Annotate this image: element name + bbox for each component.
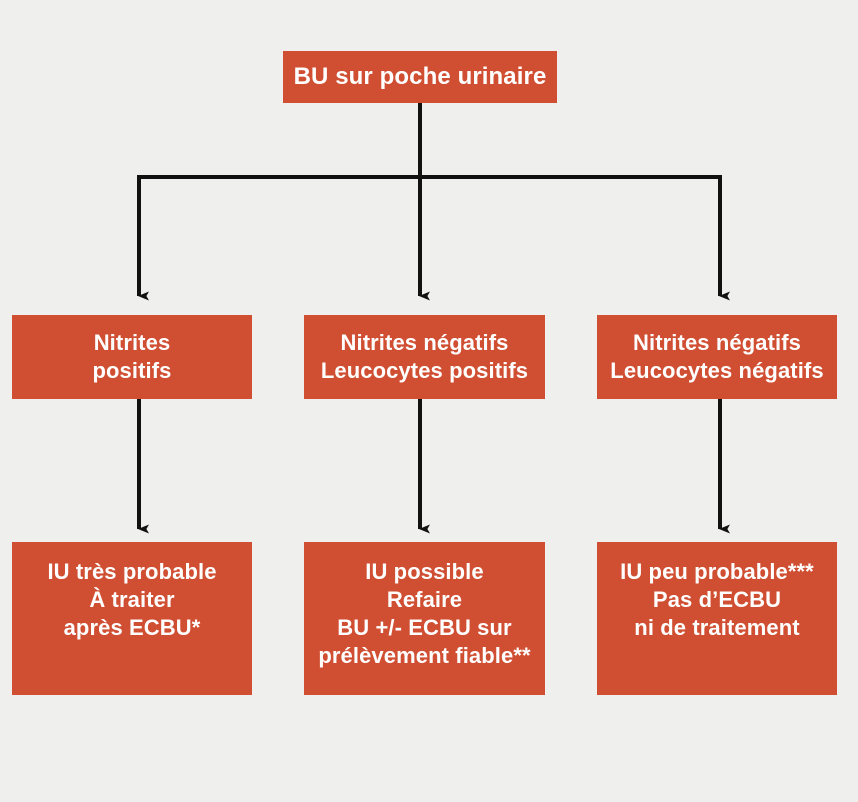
node-criteria-3-line-1: Nitrites négatifs bbox=[633, 329, 801, 355]
node-criteria-1-line-1: Nitrites bbox=[93, 329, 171, 355]
node-criteria-2-line-2: Leucocytes positifs bbox=[320, 358, 529, 383]
node-root-line-1: BU sur poche urinaire bbox=[293, 62, 547, 90]
node-outcome-1-line-1: IU très probable bbox=[47, 559, 217, 584]
node-outcome-3-line-3: ni de traitement bbox=[634, 615, 800, 641]
node-outcome-3-line-2: Pas d’ECBU bbox=[652, 587, 782, 613]
node-criteria-nitrites-negatifs-leucocytes-positifs: Nitrites négatifs Leucocytes positifs bbox=[304, 315, 545, 399]
node-outcome-1-line-3: après ECBU* bbox=[63, 615, 201, 641]
node-outcome-2-line-2: Refaire bbox=[386, 587, 463, 613]
node-criteria-3-line-2: Leucocytes négatifs bbox=[610, 358, 824, 383]
node-outcome-1-line-2: À traiter bbox=[89, 587, 175, 613]
node-outcome-3-line-1: IU peu probable*** bbox=[620, 559, 814, 584]
node-outcome-iu-tres-probable: IU très probable À traiter après ECBU* bbox=[12, 542, 252, 695]
node-root-bu-poche-urinaire: BU sur poche urinaire bbox=[283, 51, 557, 103]
node-outcome-2-line-1: IU possible bbox=[365, 559, 484, 584]
node-criteria-nitrites-positifs: Nitrites positifs bbox=[12, 315, 252, 399]
node-outcome-2-line-3: BU +/- ECBU sur bbox=[337, 615, 512, 641]
node-criteria-2-line-1: Nitrites négatifs bbox=[340, 329, 509, 355]
node-criteria-nitrites-negatifs-leucocytes-negatifs: Nitrites négatifs Leucocytes négatifs bbox=[597, 315, 837, 399]
node-criteria-1-line-2: positifs bbox=[92, 358, 172, 383]
node-outcome-2-line-4: prélèvement fiable** bbox=[318, 643, 531, 669]
node-outcome-iu-peu-probable: IU peu probable*** Pas d’ECBU ni de trai… bbox=[597, 542, 837, 695]
node-outcome-iu-possible: IU possible Refaire BU +/- ECBU sur prél… bbox=[304, 542, 545, 695]
